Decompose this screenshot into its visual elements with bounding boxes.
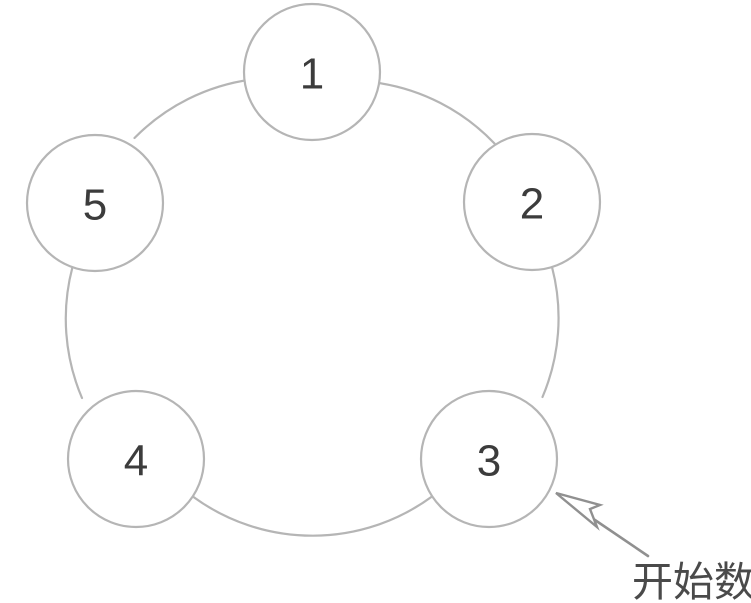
edge-1-to-2: [374, 81, 496, 145]
node-4-circle[interactable]: [66, 389, 206, 529]
node-5[interactable]: 5: [25, 133, 165, 273]
node-3-circle[interactable]: [419, 389, 559, 529]
edge-4-to-5: [64, 265, 84, 400]
edge-2-to-3: [541, 265, 560, 399]
ring-nodes: 1 2 3 4 5: [25, 2, 602, 529]
node-4-label: 4: [124, 437, 148, 486]
start-annotation: 开始数: [555, 491, 751, 603]
annotation-label: 开始数: [632, 558, 751, 603]
node-1-label: 1: [300, 50, 324, 99]
node-1[interactable]: 1: [242, 2, 382, 142]
node-4[interactable]: 4: [66, 389, 206, 529]
annotation-arrow-shaft: [590, 516, 650, 558]
annotation-arrow-head-icon: [555, 491, 604, 531]
edge-5-to-1: [133, 78, 253, 140]
node-5-label: 5: [83, 181, 107, 230]
ring-edges: [64, 78, 560, 537]
node-2-circle[interactable]: [462, 132, 602, 272]
node-5-circle[interactable]: [25, 133, 165, 273]
node-2[interactable]: 2: [462, 132, 602, 272]
node-2-label: 2: [520, 180, 544, 229]
edge-3-to-4: [192, 495, 434, 537]
node-3[interactable]: 3: [419, 389, 559, 529]
node-3-label: 3: [477, 437, 501, 486]
node-1-circle[interactable]: [242, 2, 382, 142]
